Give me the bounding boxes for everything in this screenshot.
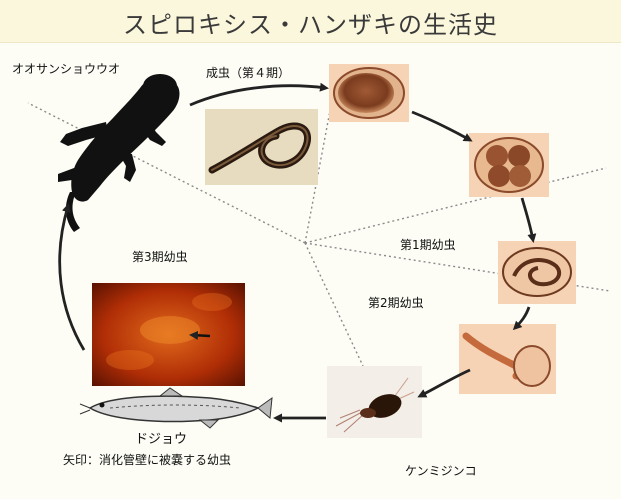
title-bar: スピロキシス・ハンザキの生活史 <box>0 0 621 43</box>
loach-tissue-photo <box>92 283 245 386</box>
arrow-host-to-egg <box>189 82 329 107</box>
first-stage-larva-egg <box>498 241 576 304</box>
page-title: スピロキシス・ハンザキの生活史 <box>123 11 498 39</box>
life-cycle-arrows <box>58 82 537 423</box>
arrow-segmented-to-larva1 <box>520 197 537 243</box>
label-first-stage-larva: 第1期幼虫 <box>400 238 456 252</box>
arrow-egg-to-segmented <box>411 110 473 142</box>
label-third-stage-larva: 第3期幼虫 <box>132 250 188 264</box>
adult-worm-photo <box>205 109 318 185</box>
second-stage-larva-hatched <box>459 324 556 394</box>
arrow-larva1-to-larva2 <box>512 306 531 331</box>
egg-segmented <box>469 133 549 197</box>
label-giant-salamander: オオサンショウウオ <box>12 62 121 76</box>
arrow-larva2-to-cyclops <box>417 368 471 398</box>
loach-fish-drawing <box>79 387 273 429</box>
label-adult-stage: 成虫（第４期） <box>206 66 291 80</box>
dotted-guide-lines <box>27 94 611 367</box>
label-loach: ドジョウ <box>135 432 188 447</box>
label-second-stage-larva: 第2期幼虫 <box>368 296 424 310</box>
label-cyclops: ケンミジンコ <box>405 464 477 478</box>
label-arrow-caption: 矢印：消化管壁に被嚢する幼虫 <box>63 453 232 467</box>
giant-salamander-silhouette <box>58 74 180 232</box>
copepod-cyclops-photo <box>327 366 422 438</box>
arrow-loach-to-host <box>58 203 86 351</box>
egg-unsegmented <box>329 64 409 122</box>
